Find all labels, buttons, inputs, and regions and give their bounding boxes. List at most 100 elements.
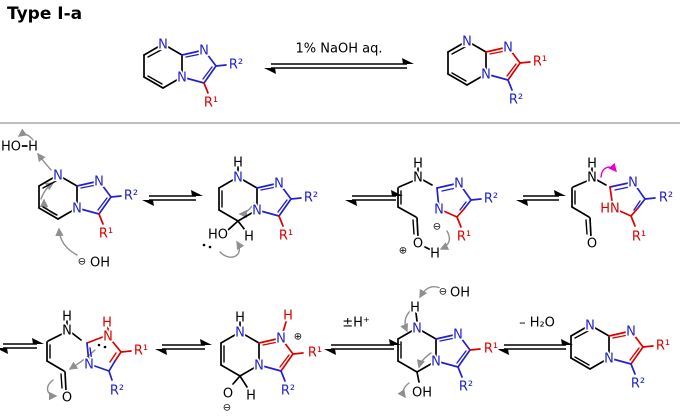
bond: [88, 363, 110, 372]
atom-label: H: [235, 311, 245, 326]
bond: [279, 354, 290, 368]
equilibrium-arrow: [345, 190, 403, 206]
atom-label: H: [587, 157, 597, 172]
bond: [632, 181, 646, 200]
electron-pushing-arrow: [238, 202, 255, 219]
atom-label: R¹: [308, 346, 322, 361]
atom-label: ⊖: [78, 257, 86, 268]
atom-label: N: [276, 332, 286, 347]
atom-label: ⊖: [433, 222, 441, 233]
bond: [422, 179, 433, 186]
equilibrium-arrow: [324, 339, 401, 355]
bond: [260, 186, 277, 191]
atom-label: R²: [631, 377, 645, 392]
atom-label: H: [430, 247, 440, 262]
bond: [97, 197, 108, 211]
bond: [162, 43, 183, 56]
atom-label: N: [626, 325, 636, 340]
bond: [463, 199, 472, 210]
bond: [218, 176, 239, 189]
atom-label: OH: [412, 386, 432, 401]
lone-pair-dot: [208, 245, 212, 249]
equilibrium-arrow: [497, 339, 573, 355]
bond: [397, 327, 418, 340]
bond: [447, 40, 468, 53]
bond: [585, 219, 588, 235]
bond: [107, 335, 122, 353]
bond: [76, 180, 100, 187]
bond: [218, 209, 239, 222]
bond: [256, 182, 280, 189]
bond: [570, 324, 591, 337]
bond: [239, 364, 260, 377]
atom-label: N: [199, 44, 209, 59]
bond: [38, 207, 59, 220]
bond: [415, 312, 418, 322]
bond: [203, 65, 217, 84]
bond: [202, 66, 213, 80]
bond: [114, 351, 122, 362]
bond: [80, 184, 97, 189]
bond: [278, 198, 292, 217]
bond: [466, 40, 487, 53]
atom-label: HN: [600, 202, 620, 217]
bond: [47, 333, 63, 342]
bond: [416, 217, 419, 238]
bond: [466, 73, 487, 86]
electron-pushing-arrow: [55, 227, 78, 256]
bond: [630, 346, 644, 365]
atom-label: R²: [659, 191, 673, 206]
scheme-title: Type I-a: [7, 4, 83, 24]
atom-label: HO: [208, 228, 228, 243]
atom-label: N: [177, 71, 187, 86]
bond: [456, 208, 465, 218]
bond: [57, 207, 78, 220]
bond: [439, 337, 456, 342]
bond: [447, 73, 468, 86]
bond: [397, 360, 418, 373]
atom-label: O: [62, 391, 72, 406]
atom-label: R²: [229, 58, 243, 73]
electron-pushing-arrow: [419, 285, 441, 299]
atom-label: H: [283, 309, 293, 324]
bond: [220, 331, 241, 344]
atom-label: N: [412, 322, 422, 337]
lone-pair-dot: [103, 345, 107, 349]
bond: [108, 370, 113, 381]
bond: [630, 330, 644, 348]
bond: [237, 220, 246, 231]
atom-label: OH: [450, 286, 470, 301]
atom-label: R¹: [134, 344, 148, 359]
bond: [185, 53, 202, 58]
bond: [42, 206, 58, 216]
bond: [574, 356, 590, 366]
atom-label: R²: [484, 192, 498, 207]
atom-label: N: [94, 175, 104, 190]
atom-label: R²: [509, 93, 523, 108]
bond: [258, 364, 282, 372]
bond: [609, 181, 634, 188]
atom-label: H: [62, 310, 72, 325]
atom-label: R²: [304, 191, 318, 206]
bond: [181, 49, 205, 56]
atom-label: H: [102, 316, 112, 331]
bond: [290, 197, 302, 200]
bond: [220, 364, 241, 377]
bond: [278, 215, 284, 227]
electron-pushing-arrow: [37, 152, 52, 171]
bond: [609, 186, 614, 209]
bond: [506, 63, 517, 77]
bond: [46, 360, 65, 372]
bond: [143, 76, 164, 89]
bond: [456, 350, 467, 364]
equilibrium-arrow: [155, 339, 212, 355]
bond-rotation-arrow: [600, 162, 617, 178]
dehydration-label: – H₂O: [519, 316, 555, 331]
